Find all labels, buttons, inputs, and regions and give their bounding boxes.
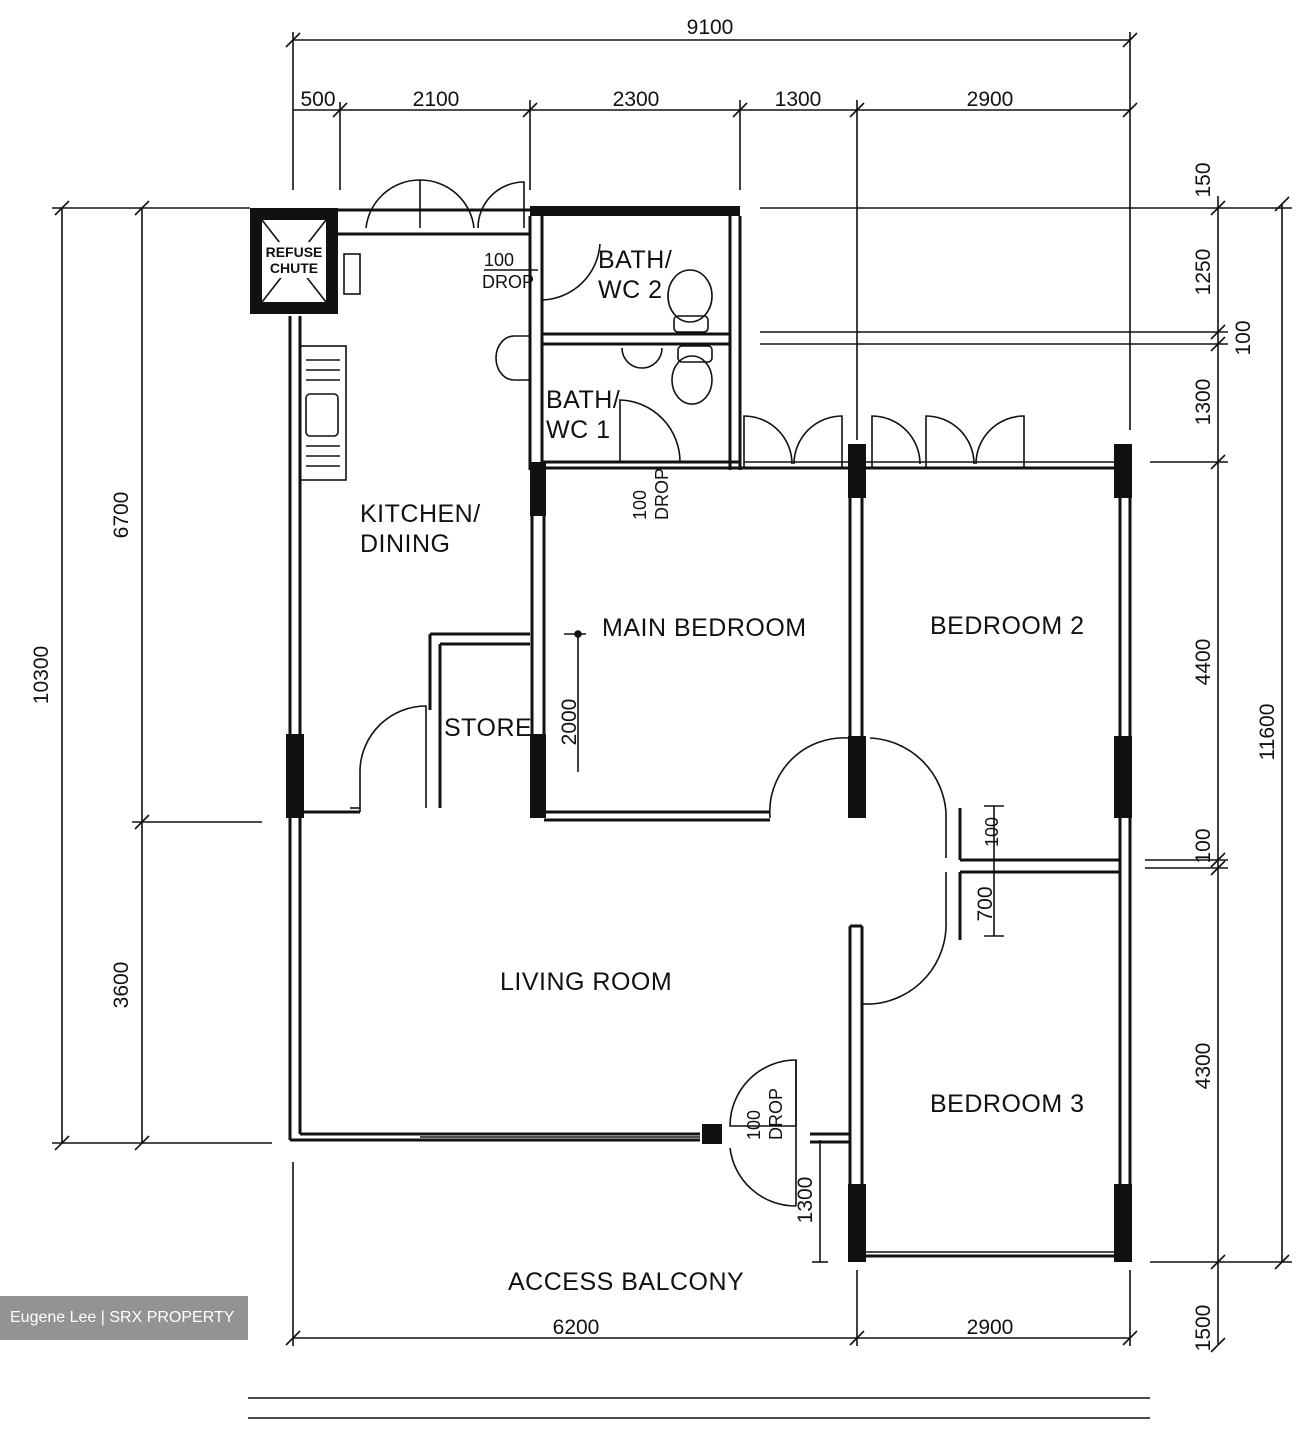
watermark-badge: Eugene Lee | SRX PROPERTY bbox=[0, 1296, 248, 1340]
bath-wc1-label-1: BATH/ bbox=[546, 386, 620, 414]
bath-wc2-label-1: BATH/ bbox=[598, 246, 672, 274]
inner-dimensions bbox=[564, 630, 1004, 1263]
bedroom2-label: BEDROOM 2 bbox=[930, 612, 1085, 640]
dim-bottom-2900: 2900 bbox=[967, 1316, 1014, 1339]
dim-right-4300: 4300 bbox=[1192, 1043, 1215, 1090]
dim-right-4400: 4400 bbox=[1192, 639, 1215, 686]
dim-inner-100: 100 bbox=[982, 817, 1002, 847]
dim-top-500: 500 bbox=[300, 88, 335, 111]
bedroom3-label: BEDROOM 3 bbox=[930, 1090, 1085, 1118]
dim-right-1250: 1250 bbox=[1192, 249, 1215, 296]
dim-left-6700: 6700 bbox=[110, 492, 133, 539]
dim-left-3600: 3600 bbox=[110, 962, 133, 1009]
refuse-chute: REFUSE CHUTE bbox=[250, 208, 361, 314]
dim-top-2900: 2900 bbox=[967, 88, 1014, 111]
windows bbox=[299, 179, 1114, 1253]
dim-right-1300: 1300 bbox=[1192, 379, 1215, 426]
kitchen-label-1: KITCHEN/ bbox=[360, 500, 481, 528]
drop-top-value: 100 bbox=[484, 250, 514, 270]
doors bbox=[350, 238, 947, 1207]
dim-left-overall: 10300 bbox=[30, 646, 53, 704]
dim-inner-2000: 2000 bbox=[558, 699, 581, 746]
right-dimensions bbox=[760, 196, 1292, 1353]
access-balcony-label: ACCESS BALCONY bbox=[508, 1268, 744, 1296]
columns bbox=[286, 444, 1132, 1262]
dim-top-overall: 9100 bbox=[687, 16, 734, 39]
dim-right-100-top: 100 bbox=[1232, 320, 1255, 355]
dim-right-150: 150 bbox=[1192, 162, 1215, 197]
main-bedroom-label: MAIN BEDROOM bbox=[602, 614, 807, 642]
drop-top-label: DROP bbox=[482, 272, 534, 292]
drop-wc1-label: DROP bbox=[652, 468, 672, 520]
living-room-label: LIVING ROOM bbox=[500, 968, 672, 996]
dim-bottom-6200: 6200 bbox=[553, 1316, 600, 1339]
top-dimensions bbox=[285, 32, 1138, 440]
bath-wc2-label-2: WC 2 bbox=[598, 276, 663, 304]
store-label: STORE bbox=[444, 714, 532, 742]
kitchen-label-2: DINING bbox=[360, 530, 451, 558]
left-dimensions bbox=[52, 200, 272, 1151]
bath-wc1-label-2: WC 1 bbox=[546, 416, 611, 444]
dim-inner-1300: 1300 bbox=[794, 1177, 817, 1224]
drop-wc1-value: 100 bbox=[630, 490, 650, 520]
drop-entry-label: DROP bbox=[766, 1088, 786, 1140]
refuse-chute-label-1: REFUSE bbox=[266, 244, 323, 260]
dim-inner-700: 700 bbox=[974, 886, 997, 921]
dim-right-100-mid: 100 bbox=[1192, 828, 1215, 863]
dim-top-2300: 2300 bbox=[613, 88, 660, 111]
refuse-chute-label-2: CHUTE bbox=[270, 260, 318, 276]
dim-top-2100: 2100 bbox=[413, 88, 460, 111]
dim-top-1300: 1300 bbox=[775, 88, 822, 111]
bottom-dimensions bbox=[248, 1162, 1150, 1419]
dim-right-overall: 11600 bbox=[1256, 704, 1279, 761]
dim-right-1500: 1500 bbox=[1192, 1305, 1215, 1352]
drop-entry-value: 100 bbox=[744, 1110, 764, 1140]
